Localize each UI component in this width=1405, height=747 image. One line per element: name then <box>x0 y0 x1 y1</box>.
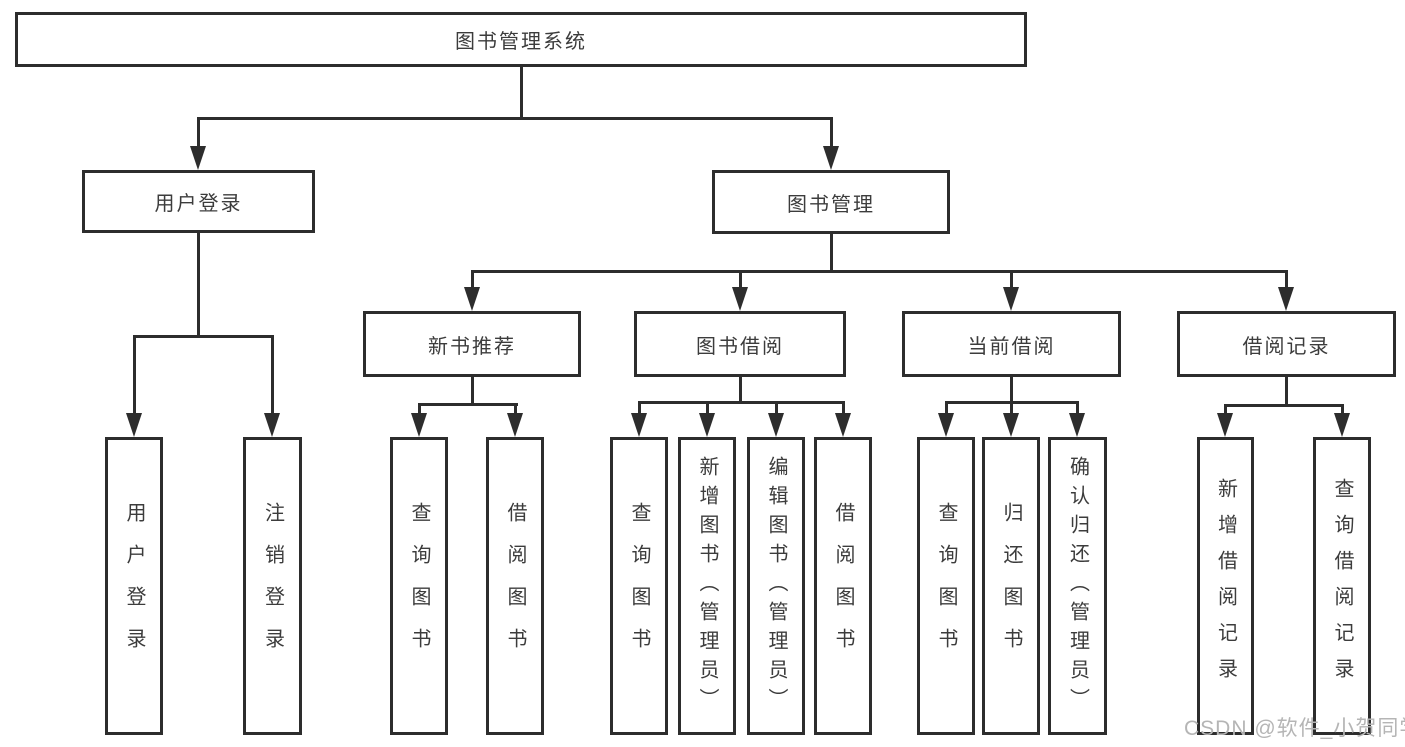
arrow-down-icon <box>507 413 523 437</box>
node-new-book-recommend: 新书推荐 <box>363 311 581 377</box>
connector-new-book-stub-2 <box>514 403 517 415</box>
connector-root-stub-left <box>197 117 200 149</box>
leaf-confirm-return-admin-label: 确认归还（管理员） <box>1066 455 1089 717</box>
node-borrowing-records-label: 借阅记录 <box>1242 335 1331 358</box>
arrow-down-icon <box>938 413 954 437</box>
leaf-add-borrow-record: 新增借阅记录 <box>1197 437 1254 735</box>
leaf-add-book-admin: 新增图书（管理员） <box>678 437 736 735</box>
connector-book-borrow-stub-1 <box>638 401 641 415</box>
connector-new-book-split <box>418 403 518 406</box>
leaf-borrow-books-2: 借阅图书 <box>814 437 872 735</box>
connector-book-mgmt-stub-2 <box>739 270 742 290</box>
node-current-borrowing-label: 当前借阅 <box>967 335 1056 358</box>
connector-book-borrow-stub-2 <box>706 401 709 415</box>
arrow-down-icon <box>1278 287 1294 311</box>
arrow-down-icon <box>126 413 142 437</box>
connector-current-borrow-stub-3 <box>1076 401 1079 415</box>
connector-book-borrow-trunk <box>739 375 742 403</box>
connector-records-trunk <box>1285 375 1288 406</box>
leaf-user-login-label: 用户登录 <box>123 502 145 670</box>
connector-records-split <box>1224 404 1344 407</box>
csdn-watermark: CSDN @软件_小贺同学 <box>1184 717 1405 740</box>
connector-root-trunk <box>520 65 523 119</box>
leaf-add-borrow-record-label: 新增借阅记录 <box>1214 478 1237 694</box>
arrow-down-icon <box>1069 413 1085 437</box>
connector-new-book-trunk <box>471 375 474 405</box>
node-current-borrowing: 当前借阅 <box>902 311 1121 377</box>
connector-user-login-trunk <box>197 231 200 337</box>
arrow-down-icon <box>411 413 427 437</box>
arrow-down-icon <box>1334 413 1350 437</box>
connector-records-stub-1 <box>1224 404 1227 415</box>
node-new-book-recommend-label: 新书推荐 <box>428 335 516 358</box>
node-borrowing-records: 借阅记录 <box>1177 311 1396 377</box>
leaf-borrow-books-2-label: 借阅图书 <box>832 502 854 670</box>
arrow-down-icon <box>631 413 647 437</box>
node-user-login-label: 用户登录 <box>154 193 243 215</box>
connector-current-borrow-stub-2 <box>1010 401 1013 415</box>
leaf-query-borrow-record-label: 查询借阅记录 <box>1331 478 1353 694</box>
connector-user-login-stub-1 <box>133 335 136 415</box>
node-user-login: 用户登录 <box>82 170 315 233</box>
leaf-return-book-label: 归还图书 <box>1000 502 1022 670</box>
leaf-query-books-2-label: 查询图书 <box>628 502 650 670</box>
connector-records-stub-2 <box>1341 404 1344 415</box>
leaf-query-books-3: 查询图书 <box>917 437 975 735</box>
node-book-borrowing-label: 图书借阅 <box>696 335 784 358</box>
leaf-query-books-2: 查询图书 <box>610 437 668 735</box>
arrow-down-icon <box>264 413 280 437</box>
connector-new-book-stub-1 <box>418 403 421 415</box>
arrow-down-icon <box>1003 413 1019 437</box>
connector-book-mgmt-stub-3 <box>1010 270 1013 290</box>
node-book-management-label: 图书管理 <box>787 193 875 216</box>
node-root-label: 图书管理系统 <box>455 31 587 53</box>
leaf-edit-book-admin-label: 编辑图书（管理员） <box>765 455 787 717</box>
connector-current-borrow-stub-1 <box>945 401 948 415</box>
leaf-user-login: 用户登录 <box>105 437 163 735</box>
connector-book-mgmt-trunk <box>830 232 833 273</box>
leaf-query-books-1-label: 查询图书 <box>408 502 430 670</box>
connector-book-borrow-split <box>638 401 845 404</box>
connector-book-mgmt-stub-1 <box>471 270 474 290</box>
connector-book-mgmt-split <box>471 270 1288 273</box>
connector-root-stub-right <box>830 117 833 149</box>
leaf-query-books-3-label: 查询图书 <box>935 502 957 670</box>
arrow-down-icon <box>732 287 748 311</box>
node-root: 图书管理系统 <box>15 12 1027 67</box>
leaf-query-books-1: 查询图书 <box>390 437 448 735</box>
leaf-query-borrow-record: 查询借阅记录 <box>1313 437 1371 735</box>
leaf-borrow-books-1-label: 借阅图书 <box>504 502 526 670</box>
arrow-down-icon <box>190 146 206 170</box>
leaf-add-book-admin-label: 新增图书（管理员） <box>696 455 718 717</box>
leaf-edit-book-admin: 编辑图书（管理员） <box>747 437 805 735</box>
leaf-borrow-books-1: 借阅图书 <box>486 437 544 735</box>
connector-root-split <box>197 117 832 120</box>
connector-current-borrow-trunk <box>1010 375 1013 403</box>
arrow-down-icon <box>768 413 784 437</box>
leaf-logout-label: 注销登录 <box>261 502 284 670</box>
arrow-down-icon <box>835 413 851 437</box>
node-book-borrowing: 图书借阅 <box>634 311 846 377</box>
connector-book-mgmt-stub-4 <box>1285 270 1288 290</box>
connector-book-borrow-stub-3 <box>775 401 778 415</box>
connector-book-borrow-stub-4 <box>842 401 845 415</box>
connector-user-login-stub-2 <box>271 335 274 415</box>
arrow-down-icon <box>1217 413 1233 437</box>
arrow-down-icon <box>699 413 715 437</box>
leaf-confirm-return-admin: 确认归还（管理员） <box>1048 437 1107 735</box>
connector-user-login-split <box>133 335 274 338</box>
leaf-return-book: 归还图书 <box>982 437 1040 735</box>
arrow-down-icon <box>823 146 839 170</box>
node-book-management: 图书管理 <box>712 170 950 234</box>
arrow-down-icon <box>1003 287 1019 311</box>
leaf-logout: 注销登录 <box>243 437 302 735</box>
arrow-down-icon <box>464 287 480 311</box>
